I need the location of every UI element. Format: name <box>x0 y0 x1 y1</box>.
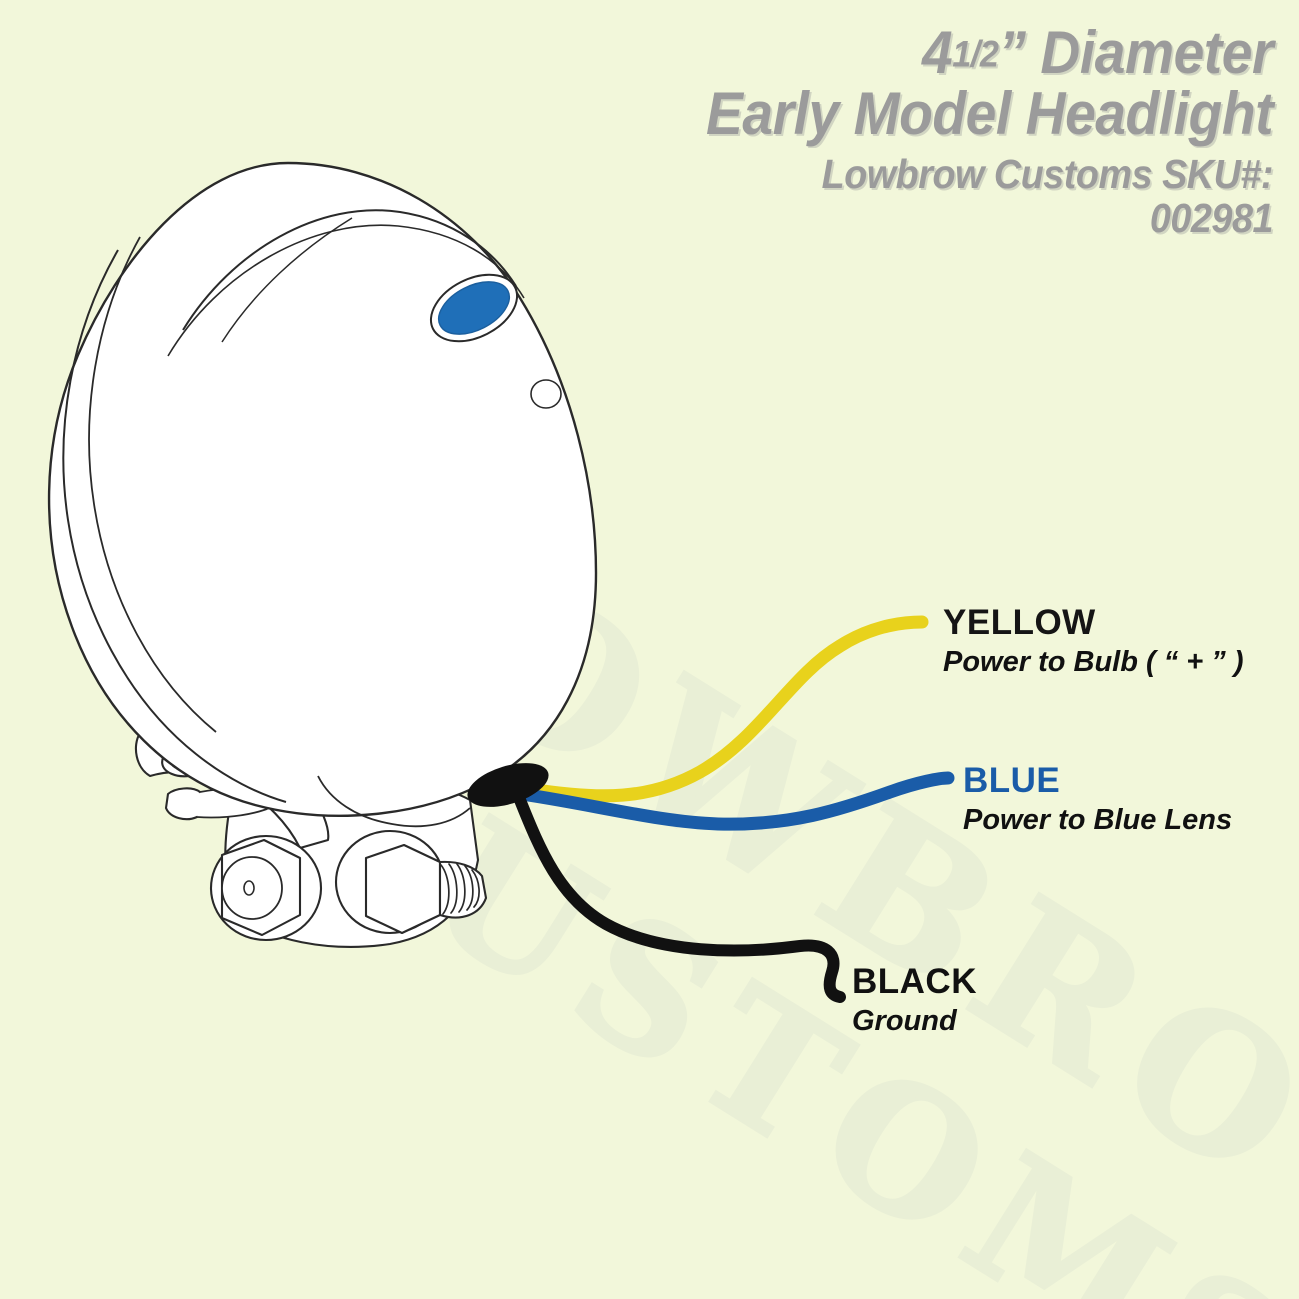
bezel-rim-inner <box>88 236 217 733</box>
left-bolt-center-mark <box>243 880 255 896</box>
wire-label-blue: BLUE Power to Blue Lens <box>963 761 1233 837</box>
yellow-wire <box>523 615 929 803</box>
wire-label-blue-name: BLUE <box>963 761 1061 800</box>
blue-lens <box>437 281 511 335</box>
wire-bundle <box>514 615 955 1003</box>
stud-threads <box>440 863 480 915</box>
threaded-stud <box>438 860 488 919</box>
wire-label-yellow-desc: Power to Bulb ( “ + ” ) <box>943 645 1244 678</box>
wire-grommet <box>467 763 549 807</box>
blue-wire <box>521 771 955 831</box>
shell-highlight <box>221 217 353 343</box>
wire-label-yellow: YELLOW Power to Bulb ( “ + ” ) <box>943 603 1244 679</box>
lens-ring-arc <box>182 209 517 331</box>
lens-ring-arc-2 <box>167 224 525 357</box>
wire-label-black-desc: Ground <box>852 1004 957 1037</box>
wire-label-black-name: BLACK <box>852 962 977 1001</box>
bezel-rim-outer <box>62 249 287 803</box>
wire-label-yellow-name: YELLOW <box>943 603 1096 642</box>
headlight-body <box>47 161 598 828</box>
right-bolt-hex-head <box>364 843 442 935</box>
wire-label-black: BLACK Ground <box>852 962 977 1038</box>
black-wire <box>514 794 846 1003</box>
pilot-hole <box>530 379 562 409</box>
body-to-mount-seam <box>317 775 471 828</box>
wire-label-blue-desc: Power to Blue Lens <box>963 803 1233 836</box>
